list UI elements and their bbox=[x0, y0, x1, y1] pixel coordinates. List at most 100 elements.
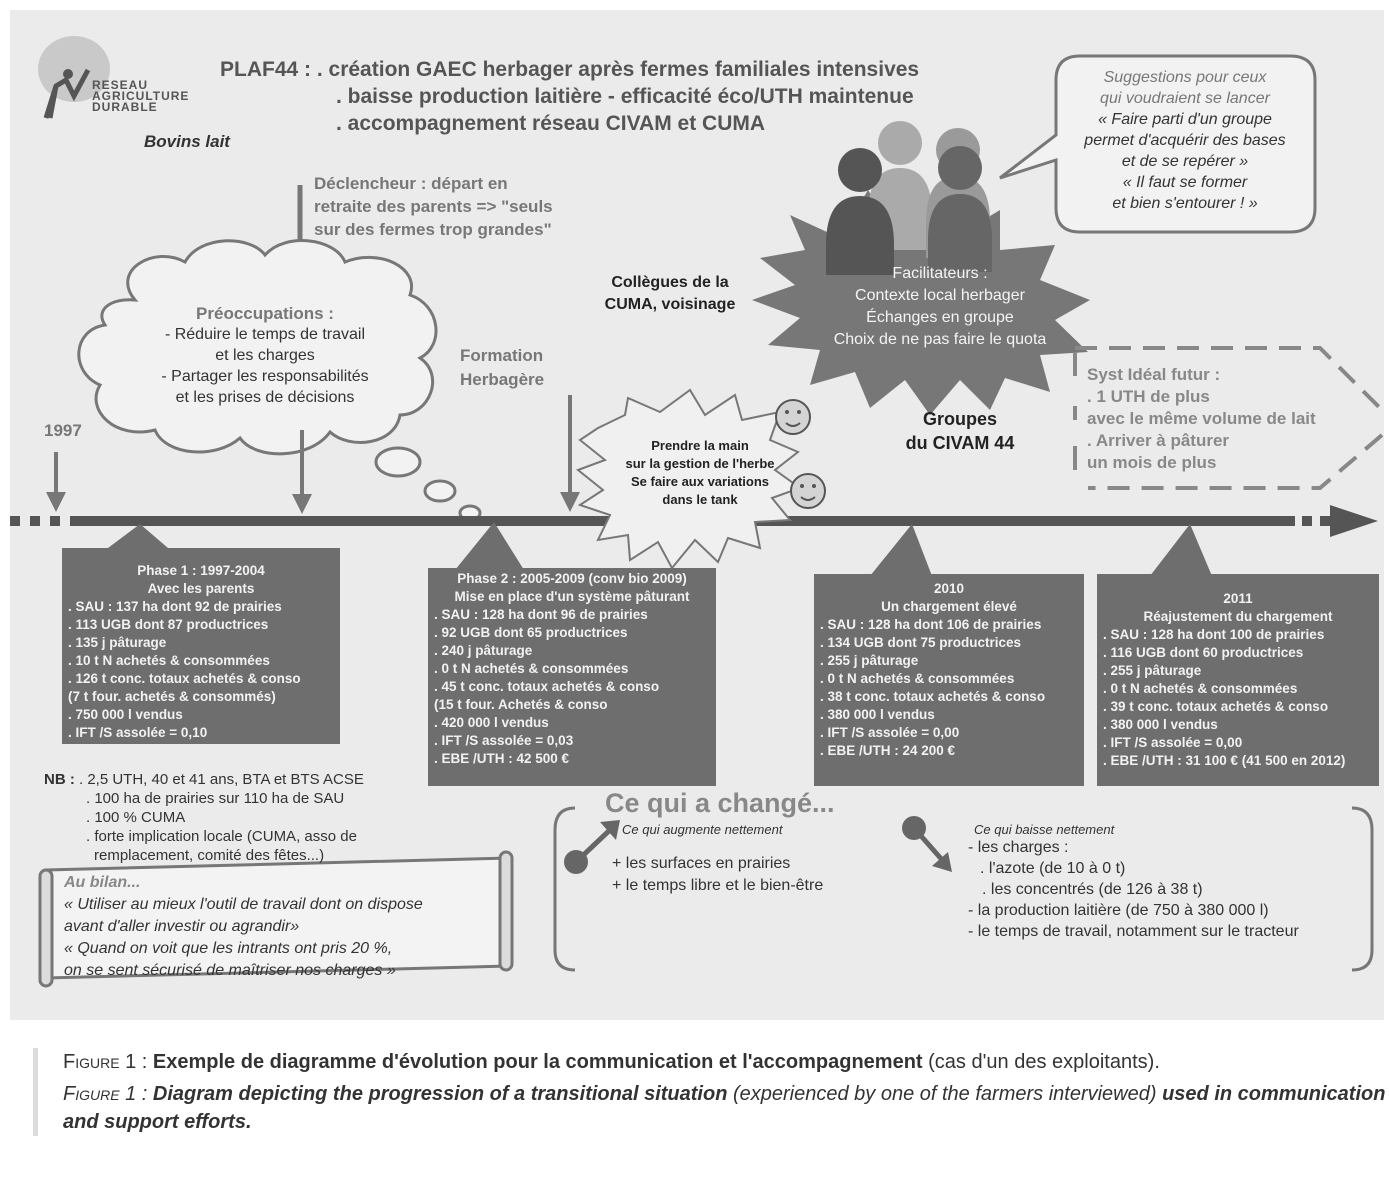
suggestions-bubble bbox=[999, 54, 1317, 234]
facilitators-line: Facilitateurs : bbox=[892, 265, 988, 282]
title: PLAF44 : . création GAEC herbager après … bbox=[220, 56, 919, 137]
ideal-dashed-frame bbox=[1075, 346, 1384, 490]
suggestions-line: qui voudraient se lancer bbox=[1100, 90, 1270, 107]
changes-down-list: - les charges : . l'azote (de 10 à 0 t) … bbox=[968, 837, 1299, 942]
suggestions-line: Suggestions pour ceux bbox=[1103, 69, 1267, 86]
ideal-text: Syst Idéal futur : . 1 UTH de plus avec … bbox=[1087, 364, 1316, 474]
phase-header: 2011 bbox=[1223, 591, 1253, 606]
phase1-pointer bbox=[108, 524, 168, 548]
suggestions-line: « Il faut se former bbox=[1122, 174, 1248, 191]
phase-box-2: Phase 2 : 2005-2009 (conv bio 2009) Mise… bbox=[428, 568, 716, 786]
caption-french: Figure 1 : Exemple de diagramme d'évolut… bbox=[63, 1048, 1389, 1076]
trigger-text: Déclencheur : départ en retraite des par… bbox=[314, 172, 553, 241]
phase-line: . IFT /S assolée = 0,03 bbox=[434, 733, 574, 748]
phase-box-4: 2011 Réajustement du chargement . SAU : … bbox=[1097, 574, 1379, 786]
nb-block: NB : . 2,5 UTH, 40 et 41 ans, BTA et BTS… bbox=[44, 770, 364, 865]
grass-line: sur la gestion de l'herbe bbox=[625, 456, 775, 471]
bilan-title: Au bilan... bbox=[64, 874, 141, 891]
bilan-line: avant d'aller investir ou agrandir» bbox=[64, 918, 300, 935]
ideal-line: avec le même volume de lait bbox=[1087, 409, 1316, 428]
phase-line: . 0 t N achetés & consommées bbox=[820, 671, 1015, 686]
logo-head-icon bbox=[63, 69, 73, 79]
nb-line: . 2,5 UTH, 40 et 41 ans, BTA et BTS ACSE bbox=[79, 771, 364, 788]
ideal-line: . Arriver à pâturer bbox=[1087, 431, 1230, 450]
phase-line: . EBE /UTH : 42 500 € bbox=[434, 751, 570, 766]
ideal-line: Syst Idéal futur : bbox=[1087, 365, 1221, 384]
concerns-title: Préoccupations : bbox=[196, 304, 334, 323]
phase-line: . 0 t N achetés & consommées bbox=[1103, 681, 1298, 696]
facilitators-line: Échanges en groupe bbox=[866, 309, 1014, 326]
concerns-text: Préoccupations : - Réduire le temps de t… bbox=[110, 303, 420, 408]
civam-line: du CIVAM 44 bbox=[905, 433, 1015, 453]
phase-line: . 240 j pâturage bbox=[434, 643, 533, 658]
title-prefix: PLAF44 : bbox=[220, 58, 317, 81]
bilan-line: « Utiliser au mieux l'outil de travail d… bbox=[64, 896, 423, 913]
phase-line: . 134 UGB dont 75 productrices bbox=[820, 635, 1022, 650]
nb-label: NB : bbox=[44, 771, 75, 788]
concerns-line: et les charges bbox=[215, 347, 315, 364]
phase-header: Réajustement du chargement bbox=[1143, 609, 1333, 624]
facilitators-line: Contexte local herbager bbox=[855, 287, 1025, 304]
phase-line: (7 t four. achetés & consommés) bbox=[68, 689, 276, 704]
phase2-pointer bbox=[455, 522, 524, 570]
changes-down-line: . les concentrés (de 126 à 38 t) bbox=[982, 881, 1203, 898]
phase-line: . 113 UGB dont 87 productrices bbox=[68, 617, 269, 632]
thought-bubbles bbox=[374, 446, 482, 522]
concerns-line: et les prises de décisions bbox=[175, 389, 355, 406]
formation-arrow-head bbox=[560, 492, 580, 512]
start-arrow-head bbox=[46, 492, 66, 512]
caption-english: Figure 1 : Diagram depicting the progres… bbox=[63, 1080, 1389, 1136]
title-line: . accompagnement réseau CIVAM et CUMA bbox=[336, 112, 766, 135]
phase4-pointer bbox=[1150, 524, 1212, 576]
year-start: 1997 bbox=[44, 421, 82, 440]
nb-line: remplacement, comité des fêtes...) bbox=[94, 847, 325, 864]
concerns-arrow-head bbox=[292, 494, 312, 514]
changes-bracket-right bbox=[1351, 806, 1374, 972]
nb-line: . 100 ha de prairies sur 110 ha de SAU bbox=[86, 790, 345, 807]
changes-down-title: Ce qui baisse nettement bbox=[974, 822, 1115, 837]
phase-line: . 39 t conc. totaux achetés & conso bbox=[1103, 699, 1329, 714]
smiley-mouths bbox=[785, 422, 816, 501]
suggestions-line: « Faire parti d'un groupe bbox=[1098, 111, 1272, 128]
phase3-pointer bbox=[870, 524, 932, 576]
caption-bold: used in communication and support effort… bbox=[63, 1083, 1386, 1133]
figure-caption: Figure 1 : Exemple de diagramme d'évolut… bbox=[33, 1048, 1389, 1136]
phase-line: . 45 t conc. totaux achetés & conso bbox=[434, 679, 660, 694]
colleagues-line: Collègues de la bbox=[611, 274, 729, 291]
logo-text: RESEAU AGRICULTURE DURABLE bbox=[92, 79, 189, 113]
logo-figure-icon bbox=[43, 68, 91, 119]
changes-down-line: - le temps de travail, notamment sur le … bbox=[968, 923, 1299, 940]
changes-down-line: - les charges : bbox=[968, 839, 1069, 856]
phase-line: . 92 UGB dont 65 productrices bbox=[434, 625, 628, 640]
formation-line: Herbagère bbox=[460, 370, 545, 389]
phase-line: . 380 000 l vendus bbox=[1103, 717, 1218, 732]
subtitle: Bovins lait bbox=[144, 132, 230, 151]
caption-label: Figure 1 : bbox=[63, 1051, 153, 1073]
civam-line: Groupes bbox=[922, 409, 997, 429]
grass-starburst bbox=[575, 388, 803, 570]
phase-line: . 255 j pâturage bbox=[820, 653, 919, 668]
title-line: . création GAEC herbager après fermes fa… bbox=[316, 58, 920, 81]
suggestions-line: permet d'acquérir des bases bbox=[1084, 132, 1286, 149]
phase-line: . SAU : 137 ha dont 92 de prairies bbox=[68, 599, 282, 614]
bilan-line: on se sent sécurisé de maîtriser nos cha… bbox=[64, 962, 396, 979]
nb-line: . 100 % CUMA bbox=[86, 809, 186, 826]
caption-rest: (experienced by one of the farmers inter… bbox=[727, 1083, 1163, 1105]
phase-line: . SAU : 128 ha dont 96 de prairies bbox=[434, 607, 648, 622]
smiley-icon bbox=[775, 399, 826, 509]
phase-line: . 38 t conc. totaux achetés & conso bbox=[820, 689, 1046, 704]
changes-down-line: . l'azote (de 10 à 0 t) bbox=[980, 860, 1126, 877]
colleagues-text: Collègues de la CUMA, voisinage bbox=[590, 272, 750, 316]
civam-text: Groupes du CIVAM 44 bbox=[880, 407, 1040, 455]
down-arrow-icon bbox=[902, 816, 952, 872]
facilitators-text: Facilitateurs : Contexte local herbager … bbox=[795, 263, 1085, 351]
smiley-faces bbox=[785, 410, 816, 488]
phase-line: . 255 j pâturage bbox=[1103, 663, 1202, 678]
changes-up-list: + les surfaces en prairies + le temps li… bbox=[612, 853, 823, 897]
grass-line: Prendre la main bbox=[651, 438, 749, 453]
changes-down-line: - la production laitière (de 750 à 380 0… bbox=[968, 902, 1269, 919]
trigger-line: Déclencheur : départ en bbox=[314, 174, 508, 193]
phase-line: . SAU : 128 ha dont 106 de prairies bbox=[820, 617, 1042, 632]
phase-line: . IFT /S assolée = 0,00 bbox=[1103, 735, 1243, 750]
phase-line: . IFT /S assolée = 0,10 bbox=[68, 725, 208, 740]
